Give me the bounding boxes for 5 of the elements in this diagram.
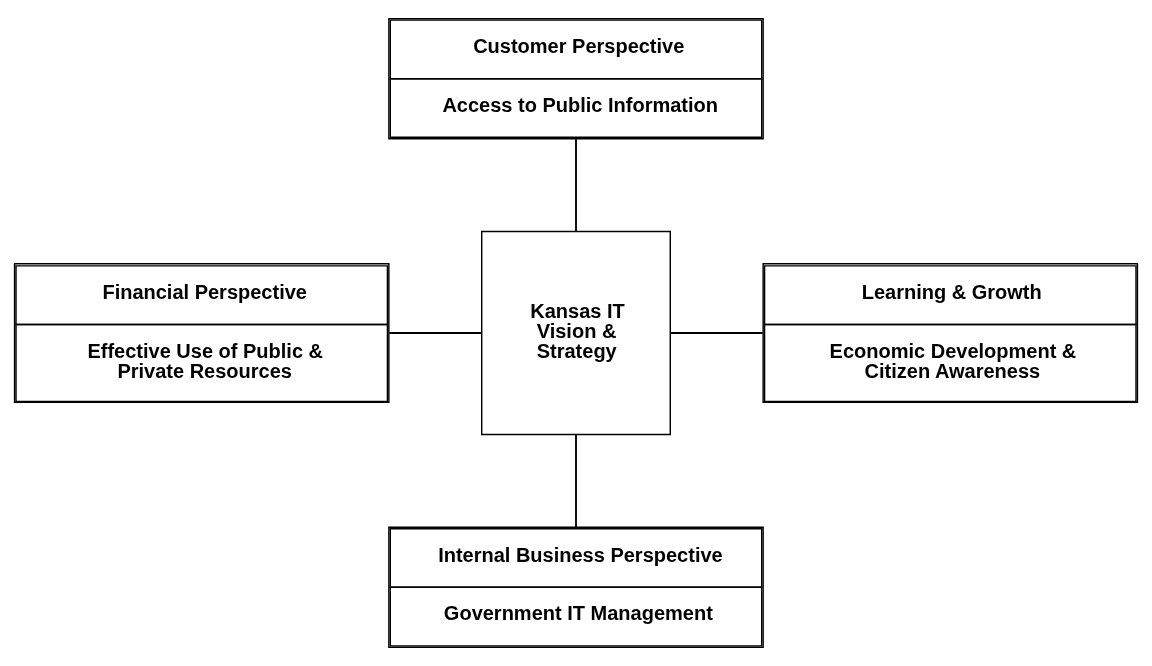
connector [669,332,764,334]
node-box: Kansas IT Vision & Strategy [481,230,671,436]
connector [575,138,577,233]
connector [388,332,483,334]
connector [575,433,577,528]
